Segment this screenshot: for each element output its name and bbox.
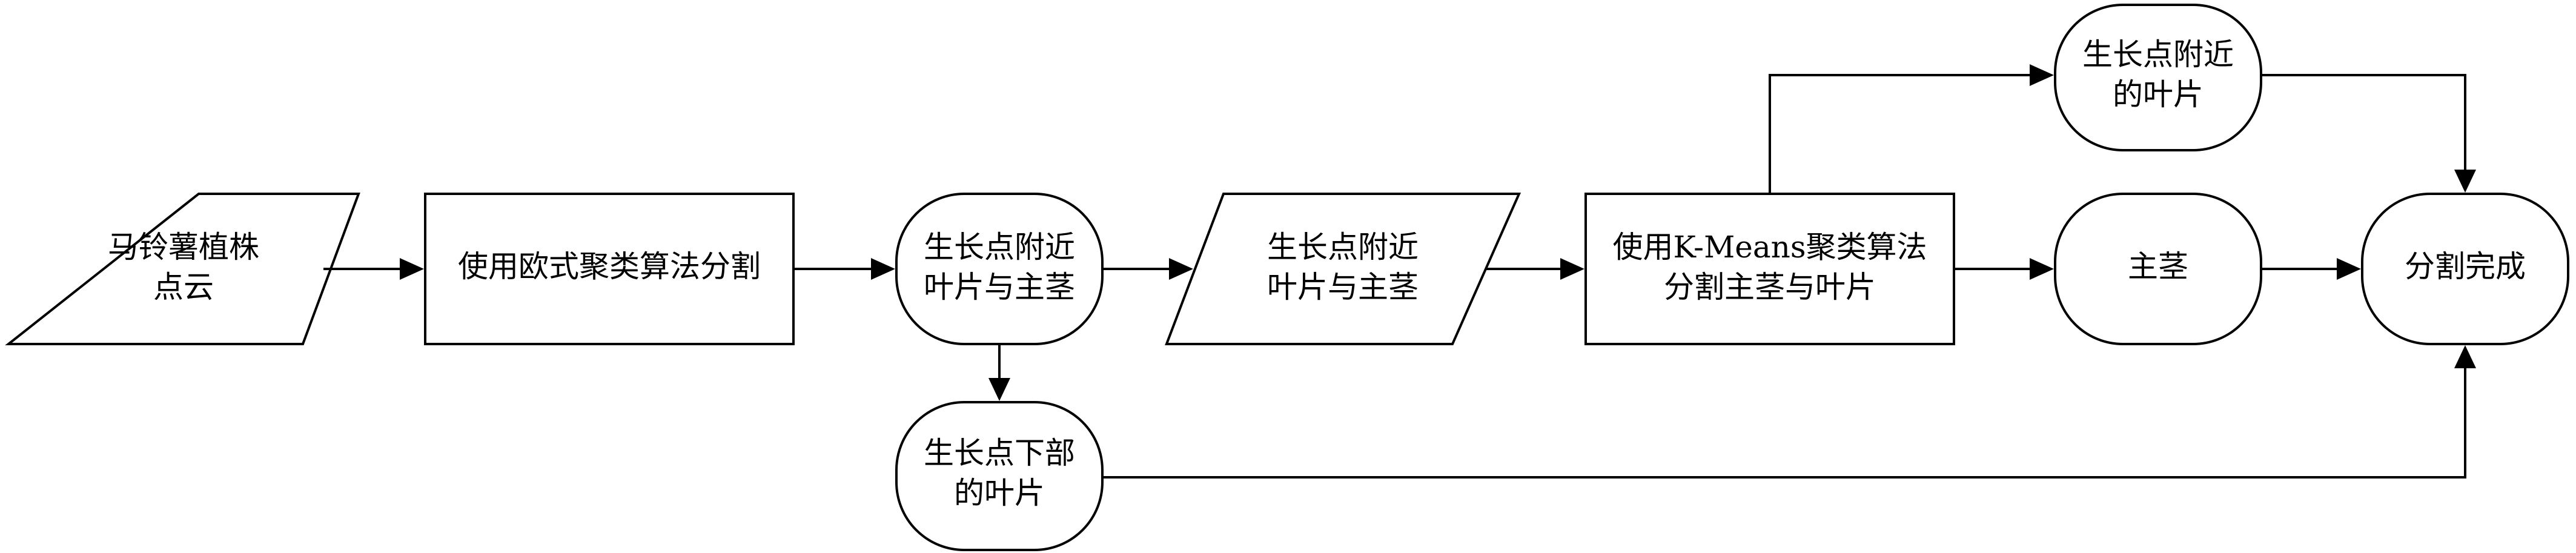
arrowhead-icon [2030,64,2054,86]
node-label-line1: 生长点附近 [1267,230,1419,265]
node-label-line2: 的叶片 [954,475,1045,511]
edge-kmeans-to-main-stem [1954,258,2054,280]
arrowhead-icon [1169,258,1193,280]
node-main-stem: 主茎 [2054,193,2262,345]
node-label-line2: 叶片与主茎 [1267,270,1419,305]
arrowhead-icon [2337,258,2361,280]
edge-euclidean-to-growth [793,258,895,280]
node-leaves-near-growth: 生长点附近 的叶片 [2054,4,2262,151]
node-label-line2: 分割主茎与叶片 [1664,270,1876,305]
arrowhead-icon [1560,258,1584,280]
arrowhead-icon [988,378,1010,401]
arrowhead-icon [871,258,895,280]
node-segmentation-done: 分割完成 [2361,193,2569,345]
node-leaves-below-growth: 生长点下部 的叶片 [895,401,1104,551]
node-growth-leaves-stem: 生长点附近 叶片与主茎 [895,193,1104,345]
node-input-point-cloud: 马铃薯植株 点云 [5,193,360,345]
process-rectangle [424,193,795,345]
rounded-terminal-shape [2054,4,2262,151]
node-label-line1: 使用欧式聚类算法分割 [458,249,761,284]
edge-growth-to-data [1102,258,1193,280]
parallelogram-shape [1165,193,1521,345]
edge-input-to-euclidean [323,258,424,280]
arrowhead-icon [2454,345,2476,368]
node-growth-leaves-stem-data: 生长点附近 叶片与主茎 [1165,193,1521,345]
node-kmeans-split: 使用K-Means聚类算法 分割主茎与叶片 [1584,193,1955,345]
node-label-line1: 生长点附近 [2082,37,2234,72]
node-label-line2: 的叶片 [2113,77,2204,112]
node-label-line1: 分割完成 [2405,249,2526,284]
edge-leaves-below-to-done [1102,345,2476,478]
arrowhead-icon [2454,170,2476,193]
process-rectangle [1584,193,1955,345]
node-label-line2: 点云 [153,270,214,305]
node-euclidean-clustering: 使用欧式聚类算法分割 [424,193,795,345]
edge-data-to-kmeans [1485,258,1584,280]
node-label-line1: 主茎 [2128,249,2188,284]
rounded-terminal-shape [2361,193,2569,345]
node-label-line1: 使用K-Means聚类算法 [1612,230,1927,265]
node-label-line2: 叶片与主茎 [924,270,1075,305]
edge-leaves-near-to-done [2261,74,2476,193]
node-label-line1: 生长点附近 [924,230,1075,265]
edge-kmeans-to-leaves-near [1769,64,2054,194]
arrowhead-icon [2030,258,2054,280]
arrowhead-icon [400,258,424,280]
parallelogram-shape [5,193,360,345]
node-label-line1: 马铃薯植株 [108,230,259,265]
node-label-line1: 生长点下部 [924,435,1075,471]
edge-main-stem-to-done [2261,258,2361,280]
edge-growth-to-leaves-below [988,344,1010,401]
rounded-terminal-shape [895,193,1104,345]
